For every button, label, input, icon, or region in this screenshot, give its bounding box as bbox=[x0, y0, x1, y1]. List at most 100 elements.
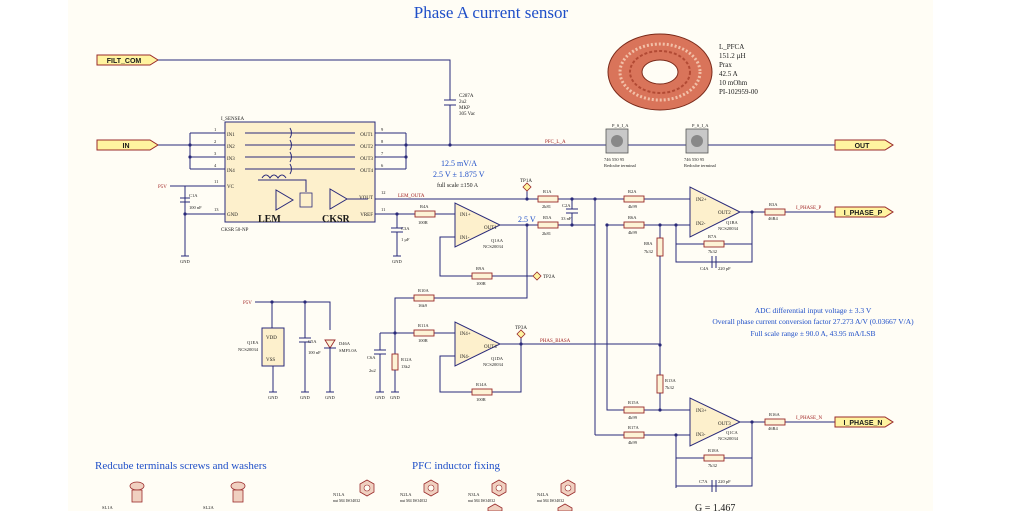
svg-text:IN1: IN1 bbox=[227, 133, 235, 138]
resistor-r12a: R12A 13k2 GND bbox=[390, 333, 413, 400]
resistor-r1a: R1A 2k81 bbox=[537, 189, 559, 209]
resistor-r13a: R13A 7k32 bbox=[656, 374, 677, 410]
svg-text:2u2: 2u2 bbox=[369, 368, 376, 373]
svg-text:IN1+: IN1+ bbox=[460, 213, 471, 218]
opamp-q1ca: IN3+ IN3- OUT3 Q1CA NCS20034 bbox=[689, 397, 742, 447]
resistor-r5a: R5A 2k81 bbox=[537, 215, 559, 236]
svg-text:NCS20034: NCS20034 bbox=[718, 226, 739, 231]
svg-text:IN4+: IN4+ bbox=[460, 332, 471, 337]
svg-text:220 pF: 220 pF bbox=[718, 266, 731, 271]
capacitor-c6a: C6A 2u2 GND bbox=[367, 333, 386, 400]
inductor-toroid-image bbox=[607, 33, 713, 111]
svg-text:12.5 mV/A: 12.5 mV/A bbox=[441, 159, 477, 168]
svg-text:46R4: 46R4 bbox=[768, 216, 779, 221]
svg-text:7k32: 7k32 bbox=[708, 463, 717, 468]
svg-text:C3A: C3A bbox=[401, 226, 410, 231]
testpoint-tp3a: TP3A bbox=[515, 326, 527, 344]
svg-text:nut M4 ISO4032: nut M4 ISO4032 bbox=[537, 498, 564, 503]
svg-text:Q1CA: Q1CA bbox=[726, 430, 739, 435]
svg-text:2.5 V: 2.5 V bbox=[518, 215, 536, 224]
svg-text:4k99: 4k99 bbox=[628, 415, 638, 420]
svg-text:I_PHASE_N: I_PHASE_N bbox=[844, 420, 883, 427]
resistor-r3a: R3A 46R4 bbox=[764, 202, 786, 221]
svg-text:7k32: 7k32 bbox=[708, 249, 717, 254]
svg-text:OUT2: OUT2 bbox=[360, 145, 373, 150]
svg-text:R18A: R18A bbox=[708, 448, 720, 453]
svg-text:3: 3 bbox=[214, 151, 217, 156]
svg-text:LEM_OUTA: LEM_OUTA bbox=[398, 194, 425, 199]
resistor-r7a: R7A 7k32 bbox=[703, 234, 725, 254]
nut-n3la: N3LA nut M4 ISO4032 bbox=[468, 479, 507, 503]
svg-text:L_PFCA: L_PFCA bbox=[719, 43, 744, 51]
svg-text:C6A: C6A bbox=[367, 355, 376, 360]
svg-text:OUT: OUT bbox=[855, 143, 871, 150]
svg-text:9: 9 bbox=[381, 127, 384, 132]
svg-text:IN4-: IN4- bbox=[460, 355, 470, 360]
svg-text:11: 11 bbox=[381, 207, 385, 212]
svg-text:GND: GND bbox=[180, 259, 190, 264]
svg-text:R14A: R14A bbox=[476, 382, 488, 387]
svg-text:P5V: P5V bbox=[243, 301, 252, 306]
svg-text:VDD: VDD bbox=[266, 336, 277, 341]
svg-text:R15A: R15A bbox=[628, 400, 640, 405]
resistor-r14a: R14A 100R bbox=[471, 382, 493, 402]
svg-text:GND: GND bbox=[268, 395, 278, 400]
screw-sl2a: SL2A bbox=[203, 481, 246, 510]
svg-text:R10A: R10A bbox=[418, 288, 430, 293]
svg-text:N4LA: N4LA bbox=[537, 492, 549, 497]
opamp-q1aa: IN1+ IN1- OUT1 Q1AA NCS20034 bbox=[454, 202, 504, 249]
svg-text:Q1EA: Q1EA bbox=[247, 340, 259, 345]
svg-text:IN: IN bbox=[123, 143, 130, 150]
svg-text:TP1A: TP1A bbox=[520, 179, 532, 184]
svg-text:46R4: 46R4 bbox=[768, 426, 779, 431]
svg-text:OUT2: OUT2 bbox=[718, 211, 731, 216]
resistor-r17a: R17A 4k99 bbox=[623, 425, 645, 445]
adc-notes: ADC differential input voltage ± 3.3 V O… bbox=[712, 306, 914, 338]
svg-text:2u2: 2u2 bbox=[459, 100, 467, 105]
svg-text:6: 6 bbox=[381, 163, 384, 168]
redcube-terminal-2: P_S_I_A 746 550 95 Redcube terminal bbox=[684, 123, 717, 168]
svg-text:R3A: R3A bbox=[769, 202, 778, 207]
svg-text:R11A: R11A bbox=[418, 323, 429, 328]
capacitor-c3a: C3A 1 µF GND bbox=[391, 214, 410, 264]
svg-text:NCS20034: NCS20034 bbox=[718, 436, 739, 441]
svg-text:ADC differential input voltage: ADC differential input voltage ± 3.3 V bbox=[755, 306, 872, 315]
svg-text:7: 7 bbox=[381, 151, 384, 156]
in-port: IN bbox=[96, 139, 159, 151]
capacitor-c287a: C287A 2u2 MKP 305 Vac bbox=[444, 94, 476, 145]
svg-text:4k99: 4k99 bbox=[628, 230, 638, 235]
svg-text:MKP: MKP bbox=[459, 106, 470, 111]
svg-text:Redcube terminal: Redcube terminal bbox=[604, 163, 637, 168]
svg-text:nut M4 ISO4032: nut M4 ISO4032 bbox=[333, 498, 360, 503]
svg-text:4k99: 4k99 bbox=[628, 204, 638, 209]
svg-text:I_SENSEA: I_SENSEA bbox=[221, 117, 244, 122]
svg-text:N2LA: N2LA bbox=[400, 492, 412, 497]
svg-text:R8A: R8A bbox=[644, 241, 653, 246]
svg-text:FILT_COM: FILT_COM bbox=[107, 58, 142, 65]
resistor-r18a: R18A 7k32 bbox=[703, 448, 725, 468]
svg-text:100R: 100R bbox=[476, 397, 486, 402]
svg-text:7k32: 7k32 bbox=[665, 385, 674, 390]
svg-text:nut M4 ISO4032: nut M4 ISO4032 bbox=[400, 498, 427, 503]
svg-text:220 pF: 220 pF bbox=[718, 479, 731, 484]
svg-text:Q1BA: Q1BA bbox=[726, 220, 739, 225]
svg-text:2k81: 2k81 bbox=[542, 231, 551, 236]
svg-text:C2A: C2A bbox=[562, 203, 571, 208]
svg-text:NCS20034: NCS20034 bbox=[483, 244, 504, 249]
resistor-r11a: R11A 100R bbox=[413, 323, 435, 343]
svg-text:R2A: R2A bbox=[628, 189, 637, 194]
section-screws-title: Redcube terminals screws and washers bbox=[95, 460, 267, 472]
svg-text:IN2-: IN2- bbox=[696, 222, 706, 227]
svg-text:full scale ±150 A: full scale ±150 A bbox=[437, 182, 479, 189]
svg-text:7k32: 7k32 bbox=[644, 249, 653, 254]
resistor-r4a: R4A 100R bbox=[414, 204, 436, 225]
nut-n4la: N4LA nut M4 ISO4032 bbox=[537, 479, 576, 503]
svg-text:IN2+: IN2+ bbox=[696, 198, 707, 203]
svg-text:100R: 100R bbox=[418, 338, 428, 343]
redcube-terminal-1: P_S_I_A 746 550 95 Redcube terminal bbox=[604, 123, 637, 168]
svg-text:LEM: LEM bbox=[258, 214, 281, 225]
svg-text:2k81: 2k81 bbox=[542, 204, 551, 209]
svg-text:42.5 A: 42.5 A bbox=[719, 70, 738, 78]
power-block-q1ea: P5V VDD VSS Q1EA NCS20034 GND bbox=[238, 300, 331, 400]
svg-text:IN3: IN3 bbox=[227, 157, 235, 162]
